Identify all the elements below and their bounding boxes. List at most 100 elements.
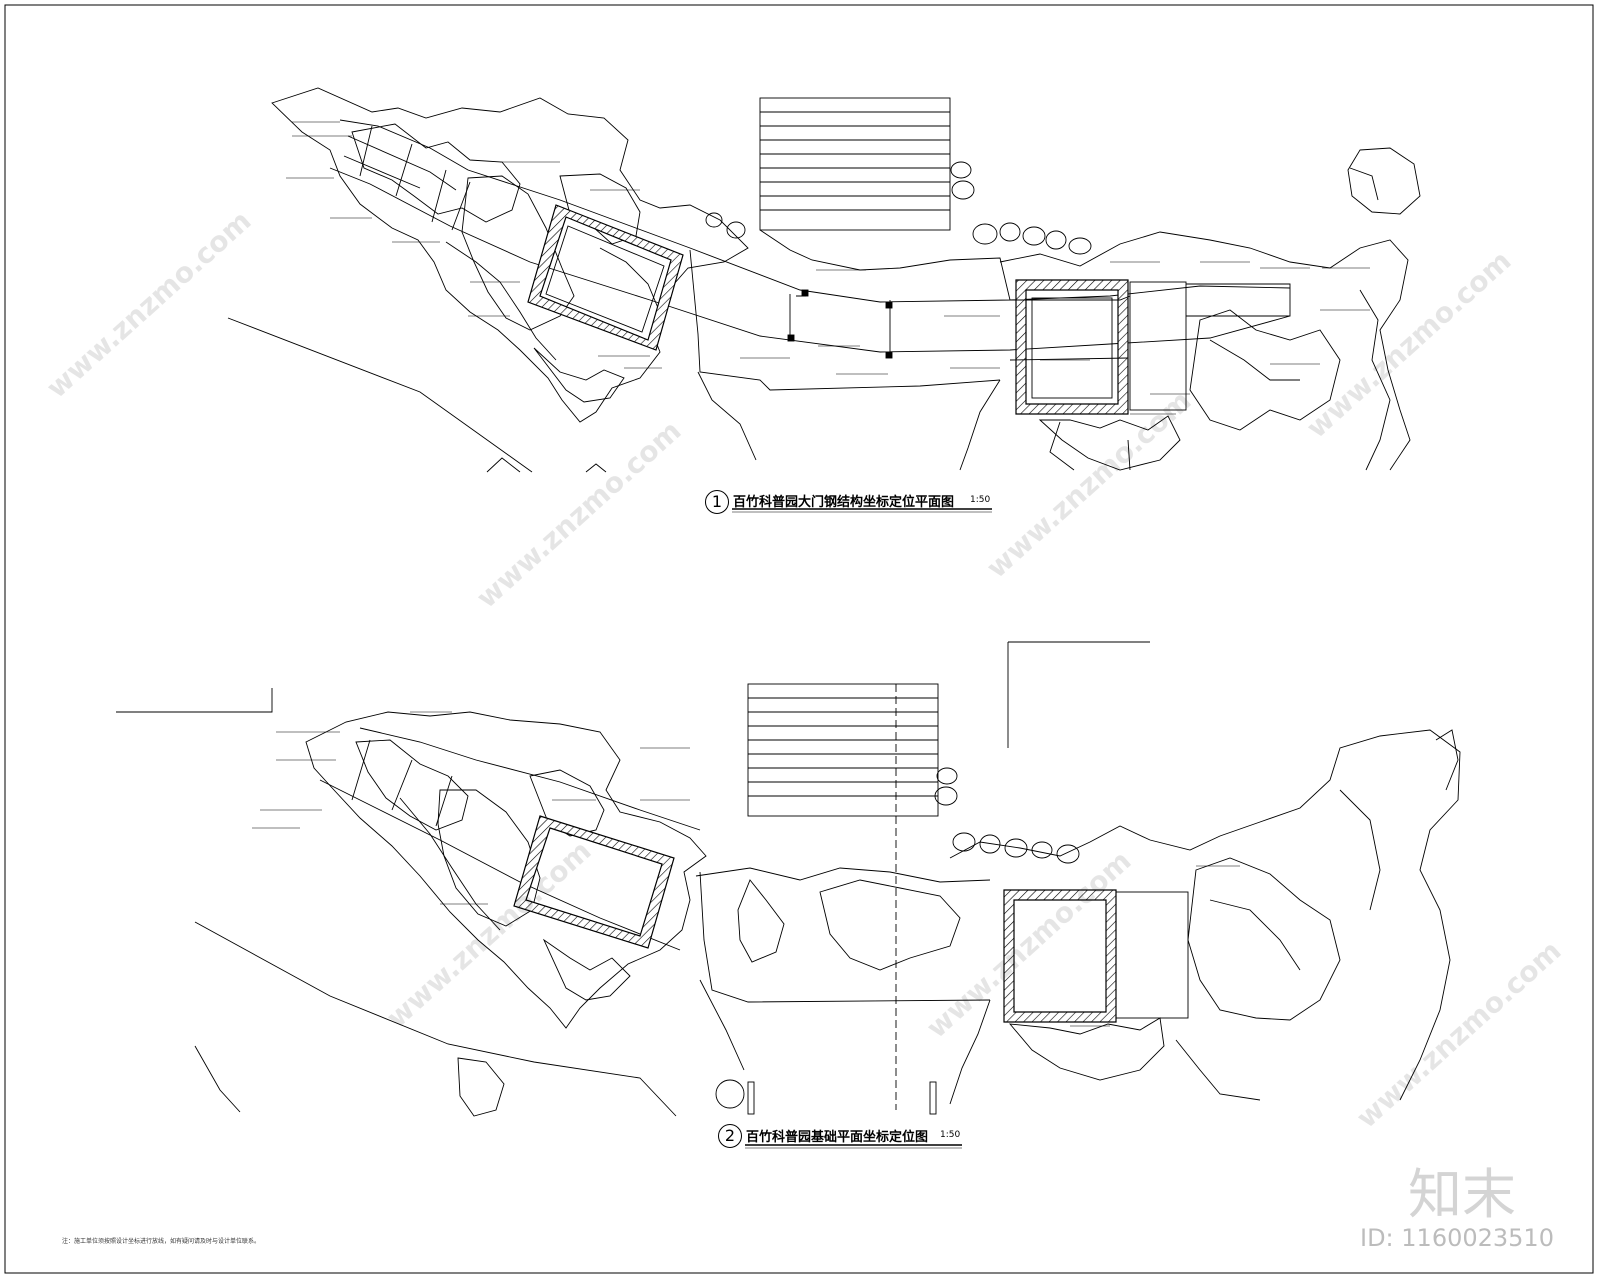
rock-outline bbox=[542, 938, 631, 1001]
path-outline bbox=[949, 999, 991, 1105]
steel-frame bbox=[1129, 281, 1187, 411]
steel-frame bbox=[1115, 891, 1189, 1019]
boulder bbox=[1056, 844, 1080, 864]
boulder bbox=[936, 767, 958, 785]
steel-beam bbox=[1009, 295, 1131, 361]
plan-2-scale: 1:50 bbox=[940, 1130, 961, 1140]
steel-beam bbox=[1186, 283, 1291, 317]
boulder bbox=[972, 223, 998, 245]
plan-2-number-circle: 2 bbox=[718, 1124, 742, 1148]
rock-outline bbox=[533, 347, 625, 403]
site-boundary-line bbox=[486, 457, 521, 473]
hatched-frame-inner bbox=[1031, 297, 1113, 399]
rock-outline bbox=[1049, 421, 1131, 471]
note-leader bbox=[116, 688, 273, 713]
boulder bbox=[999, 222, 1021, 242]
rock-outline bbox=[399, 797, 501, 931]
hatched-frame bbox=[513, 815, 675, 949]
steel-beam bbox=[351, 739, 453, 827]
plan-2-title-underline bbox=[745, 1144, 962, 1149]
rock-outline bbox=[1435, 729, 1459, 791]
boulder bbox=[715, 1079, 745, 1109]
rock-outline bbox=[1339, 789, 1381, 911]
site-boundary-line bbox=[227, 317, 533, 473]
steel-post bbox=[885, 351, 893, 359]
plan-2-title: 百竹科普园基础平面坐标定位图 bbox=[746, 1130, 929, 1145]
boulder bbox=[1031, 841, 1053, 859]
steel-post bbox=[787, 334, 795, 342]
hatched-frame bbox=[527, 204, 684, 351]
hatched-frame bbox=[1003, 889, 1117, 1023]
stair-plan-1 bbox=[759, 97, 951, 231]
steel-post bbox=[789, 294, 891, 352]
boulder bbox=[951, 180, 975, 200]
plan-1-title: 百竹科普园大门钢结构坐标定位平面图 bbox=[733, 495, 955, 510]
path-outline bbox=[737, 879, 785, 963]
path-outline bbox=[699, 871, 991, 1003]
path-outline bbox=[819, 879, 961, 971]
boulder bbox=[1022, 226, 1046, 246]
path-outline bbox=[699, 979, 745, 1071]
stair-tread bbox=[748, 697, 938, 797]
rock-outline bbox=[355, 739, 469, 831]
boulder bbox=[1004, 838, 1028, 858]
gate-post bbox=[929, 1081, 937, 1115]
coordinate-annotations bbox=[286, 121, 1370, 415]
steel-post bbox=[801, 289, 809, 297]
rock-outline bbox=[457, 1057, 505, 1117]
gate-post bbox=[747, 1081, 755, 1115]
path-outline bbox=[689, 249, 1001, 391]
boulder bbox=[952, 832, 976, 852]
hatched-frame bbox=[1015, 279, 1129, 415]
footer-note: 注：施工单位须按照设计坐标进行放线，如有疑问请及时与设计单位联系。 bbox=[62, 1238, 261, 1245]
hatched-frame-inner bbox=[545, 225, 665, 333]
path-outline bbox=[697, 371, 757, 461]
path-outline bbox=[959, 379, 1001, 471]
plan-1-scale: 1:50 bbox=[970, 495, 991, 505]
path-outline bbox=[759, 229, 1011, 301]
rock-outline bbox=[1209, 339, 1300, 381]
rock-outline bbox=[949, 729, 1461, 1101]
steel-beam bbox=[343, 135, 457, 191]
rock-outline bbox=[1008, 1017, 1165, 1081]
rock-outline bbox=[1189, 309, 1341, 431]
steel-post bbox=[885, 301, 893, 309]
stair-tread bbox=[760, 111, 950, 211]
rock-outline bbox=[445, 241, 557, 361]
site-boundary-line bbox=[194, 921, 677, 1117]
boulder bbox=[979, 834, 1001, 854]
rock-outline bbox=[1187, 857, 1341, 1021]
boulder bbox=[934, 786, 958, 806]
sheet-border bbox=[4, 4, 1594, 1274]
rock-outline bbox=[1038, 415, 1181, 471]
steel-beam bbox=[319, 779, 681, 951]
plan-2-drawing bbox=[116, 641, 1461, 1117]
rock-outline bbox=[461, 175, 575, 331]
boulder bbox=[950, 161, 972, 179]
rock-outline bbox=[1347, 147, 1421, 215]
coordinate-annotations bbox=[252, 711, 1240, 1027]
rock-outline bbox=[1359, 289, 1391, 471]
rock-outline bbox=[599, 247, 659, 309]
plan-1-title-underline bbox=[732, 508, 992, 513]
rock-outline bbox=[999, 231, 1411, 471]
steel-beam bbox=[329, 167, 1291, 353]
boulder bbox=[1068, 237, 1092, 255]
boulder bbox=[1045, 230, 1067, 250]
plan-1-drawing bbox=[227, 87, 1421, 473]
plan-1-number-circle: 1 bbox=[705, 490, 729, 514]
brand-id-text: ID: 1160023510 bbox=[1360, 1224, 1554, 1252]
rock-outline bbox=[1349, 167, 1379, 201]
steel-beam bbox=[359, 125, 471, 231]
steel-beam bbox=[359, 727, 701, 831]
note-leader bbox=[1007, 641, 1150, 748]
rock-outline bbox=[437, 789, 541, 927]
stair-plan-2 bbox=[747, 683, 939, 817]
rock-outline bbox=[1175, 1039, 1261, 1101]
rock-outline bbox=[305, 711, 707, 1029]
site-boundary-line bbox=[194, 1045, 241, 1113]
site-boundary-line bbox=[585, 463, 607, 473]
brand-logo-text: 知末 bbox=[1408, 1163, 1516, 1226]
